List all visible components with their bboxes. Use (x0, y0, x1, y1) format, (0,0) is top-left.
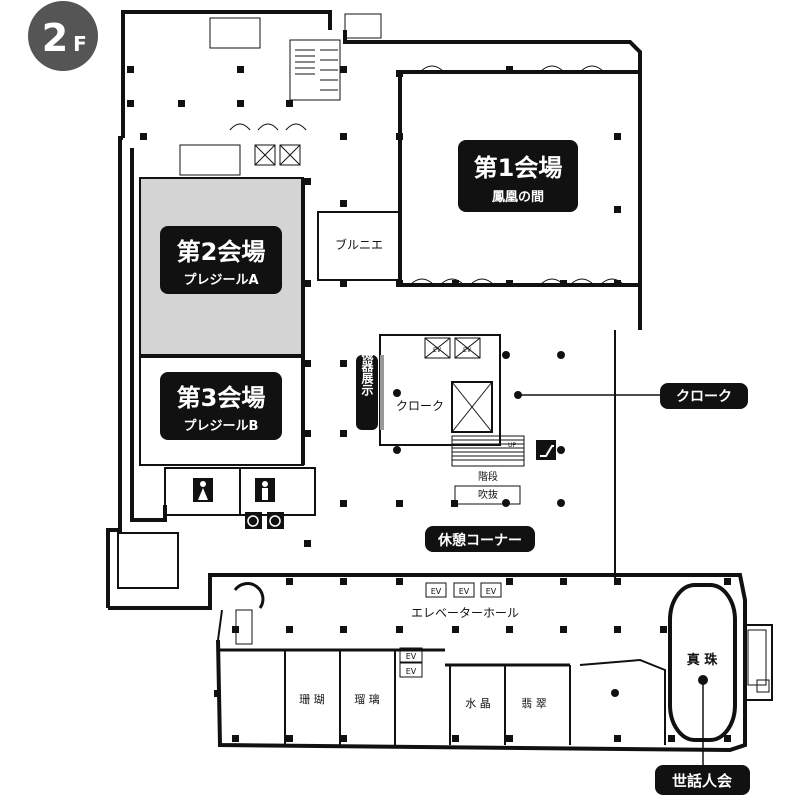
brunier-outline (317, 211, 401, 281)
cloak-callout-box (660, 383, 748, 409)
atrium-label: 吹抜 (478, 488, 498, 501)
brunier-label: ブルニエ (335, 237, 383, 252)
floor-number: 2 (42, 16, 68, 60)
hall3-label-box (160, 372, 282, 440)
ev-label-1: EV (431, 587, 442, 596)
lounge-label: 休憩コーナー (437, 532, 522, 549)
lower-area-walls (220, 582, 770, 745)
restrooms (164, 467, 316, 529)
hall3-subtitle: プレジールB (184, 419, 259, 434)
hall1-subtitle: 鳳凰の間 (492, 189, 544, 205)
floor-suffix: F (73, 32, 87, 56)
ev-label-3: EV (486, 587, 497, 596)
elevator-hall-label: エレベーターホール (411, 606, 519, 620)
hall2-subtitle: プレジールA (183, 273, 258, 288)
hall3-title: 第3会場 (177, 384, 266, 412)
suisho-label: 水 晶 (465, 697, 491, 710)
hall1-outline (398, 70, 642, 287)
ev-label-7: EV (463, 347, 472, 354)
ev-label-2: EV (459, 587, 470, 596)
round-columns (393, 351, 619, 697)
shinju-label: 真 珠 (687, 652, 719, 668)
hall1-label-box (458, 140, 578, 212)
stairs-label: 階段 (478, 470, 498, 483)
ruri-label: 瑠 璃 (354, 692, 380, 706)
hisui-label: 翡 翠 (521, 697, 547, 710)
hall1-doors (409, 65, 625, 286)
hall1-title: 第1会場 (474, 154, 563, 182)
hall2-label-box (160, 226, 282, 294)
lounge-label-box (425, 526, 535, 552)
hall2-title: 第2会場 (177, 238, 266, 266)
sewanin-label: 世話人会 (672, 772, 732, 790)
equipment-label: 機器展示 (360, 347, 374, 397)
service-area-top (179, 13, 382, 176)
equipment-label-box (356, 355, 378, 430)
ev-label-5: EV (406, 667, 417, 676)
columns (127, 66, 731, 742)
cloak-room-label: クローク (396, 399, 444, 413)
up-label: UP (508, 442, 516, 449)
sewanin-label-box (655, 765, 750, 795)
floor-badge: 2 F (28, 1, 98, 71)
ev-label-6: EV (433, 347, 442, 354)
ev-label-4: EV (406, 652, 417, 661)
cloak-callout-label: クローク (676, 389, 732, 405)
sango-label: 珊 瑚 (299, 693, 325, 706)
central-core (379, 334, 556, 505)
